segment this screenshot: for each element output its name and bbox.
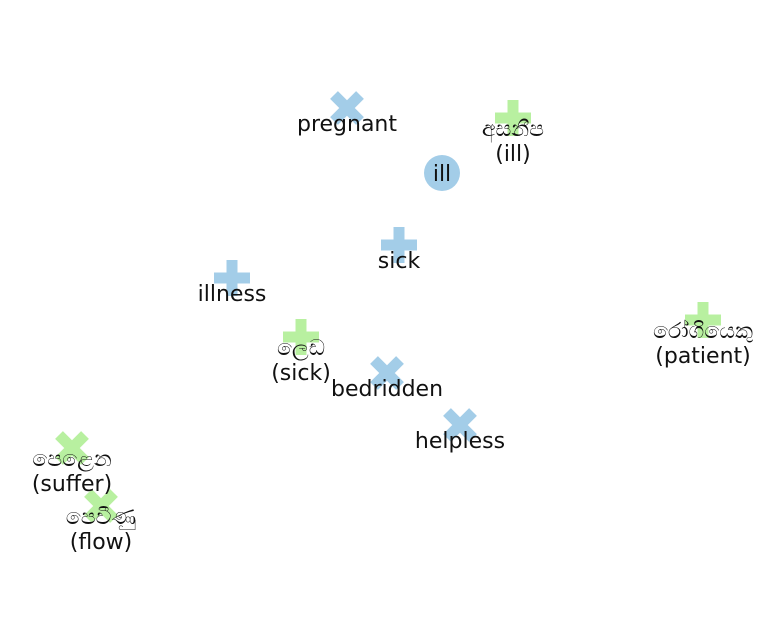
point-1-pregnant-label: pregnant: [297, 112, 397, 137]
point-8-helpless-marker: [443, 408, 477, 442]
point-9-sinhala-label: පෙළෙන: [32, 447, 112, 472]
point-1-pregnant-marker: [330, 91, 364, 125]
point-2-sinhala-label: අසනීප: [482, 117, 544, 143]
point-6-sinhala-label: රෝගියෙකු: [653, 319, 753, 344]
markers-layer: [55, 91, 721, 523]
point-3-sick-marker: [381, 227, 417, 263]
point-5-sinhala-label: ලෙඩ: [277, 336, 325, 361]
point-6-sinhala-gloss: (patient): [655, 344, 750, 369]
point-3-sick-label: sick: [378, 249, 421, 274]
point-2-sinhala-gloss: (ill): [495, 142, 531, 167]
point-9-sinhala-marker: [55, 431, 89, 465]
point-7-bedridden-label: bedridden: [331, 377, 443, 402]
query-point-label: ill: [433, 162, 451, 187]
point-10-sinhala-label: පෙවීණු: [66, 505, 136, 530]
point-5-sinhala-marker: [283, 319, 319, 355]
point-5-sinhala-gloss: (sick): [271, 361, 331, 386]
query-point-ill-marker: [424, 155, 460, 191]
point-9-sinhala-gloss: (suffer): [32, 472, 112, 497]
point-6-sinhala-marker: [685, 302, 721, 338]
point-4-illness-marker: [214, 260, 250, 296]
point-4-illness-label: illness: [198, 282, 267, 307]
point-10-sinhala-gloss: (flow): [70, 530, 132, 555]
point-8-helpless-label: helpless: [415, 429, 505, 454]
point-7-bedridden-marker: [370, 356, 404, 390]
labels-layer: ill pregnant අසනීප(ill) sick illness ලෙඩ(sick…: [32, 112, 753, 555]
point-2-sinhala-marker: [495, 100, 531, 136]
point-10-sinhala-marker: [84, 489, 118, 523]
